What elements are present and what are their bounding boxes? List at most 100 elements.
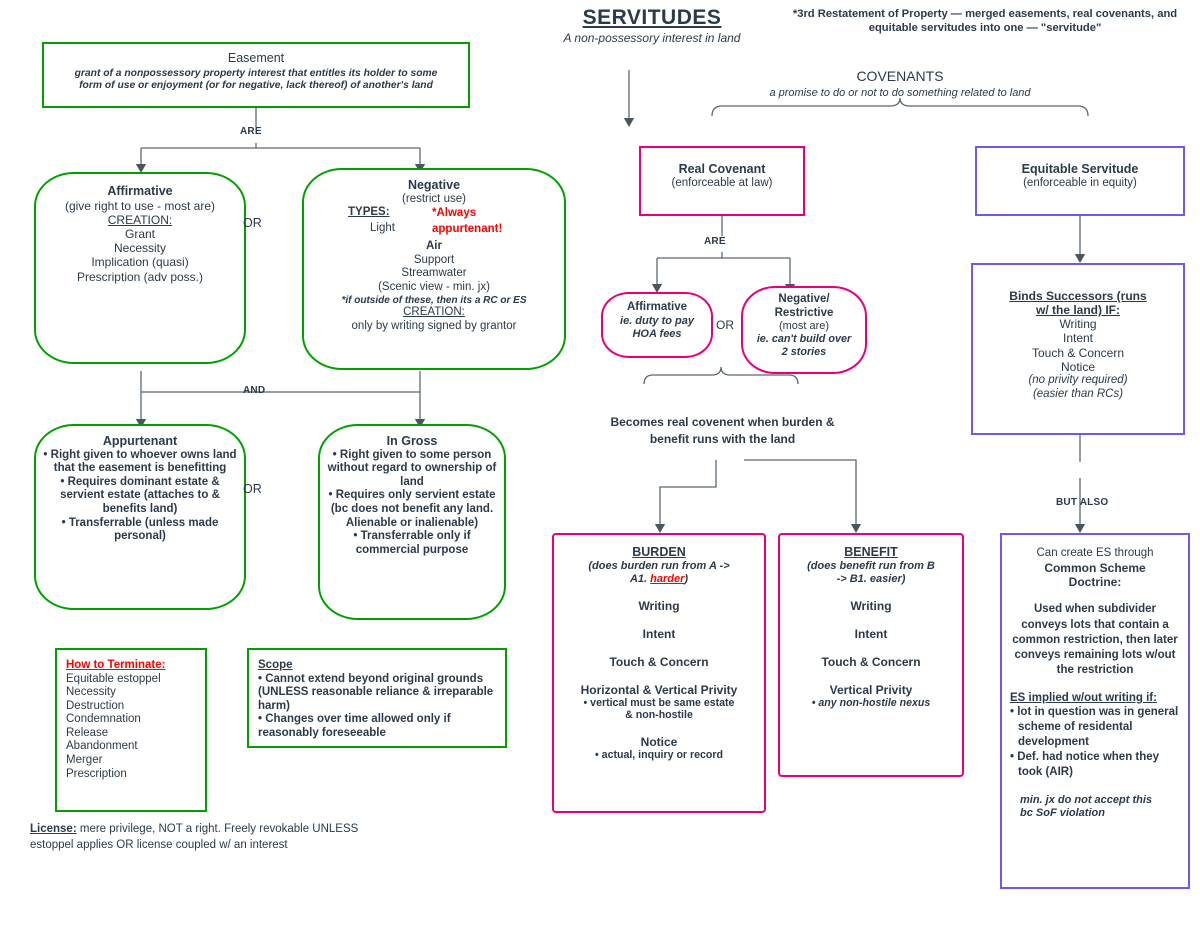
page-title: SERVITUDES: [582, 6, 722, 29]
terminate-item: Abandonment: [66, 740, 138, 753]
becomes-line3: runs with the land: [692, 432, 796, 447]
equitable-servitude-sub: (enforceable in equity): [1023, 176, 1137, 189]
common-scheme-body: Used when subdivider conveys lots that c…: [1012, 603, 1178, 677]
negative-sub: (restrict use): [402, 192, 466, 205]
benefit-element: Writing: [850, 599, 892, 614]
rc-affirmative-title: Affirmative: [626, 301, 688, 313]
es-implied-bullet: • Def. had notice when they took (AIR): [1010, 751, 1160, 779]
benefit-sub-line1: (does benefit run from B: [807, 559, 935, 572]
covenants-subheading: a promise to do or not to do something r…: [769, 87, 1031, 99]
burden-box[interactable]: BURDEN (does burden run from A -> A1. ha…: [552, 533, 766, 813]
es-implied-bullet: • lot in question was in general scheme …: [1010, 706, 1179, 749]
in-gross-bullet: • Requires only servient estate (bc does…: [328, 489, 496, 529]
binds-successors-box[interactable]: Binds Successors (runs w/ the land) IF: …: [971, 263, 1185, 435]
affirmative-creation-label: CREATION:: [107, 212, 173, 227]
negative-title: Negative: [407, 178, 461, 192]
in-gross-bullet: • Transferrable only if commercial purpo…: [353, 530, 471, 556]
negative-easement-box[interactable]: Negative (restrict use) TYPES: Light *Al…: [302, 168, 566, 370]
affirmative-title: Affirmative: [107, 184, 173, 198]
label-are-covenant: ARE: [704, 236, 726, 247]
restatement-note: *3rd Restatement of Property — merged ea…: [792, 8, 1178, 34]
benefit-element: Touch & Concern: [821, 654, 921, 669]
terminate-item: Destruction: [66, 699, 125, 712]
benefit-box[interactable]: BENEFIT (does benefit run from B -> B1. …: [778, 533, 964, 777]
rc-affirmative-line2: HOA fees: [632, 327, 682, 340]
easement-title: Easement: [227, 51, 285, 65]
terminate-item: Equitable estoppel: [66, 672, 161, 685]
equitable-servitude-box[interactable]: Equitable Servitude (enforceable in equi…: [975, 146, 1185, 216]
label-and-easement: AND: [243, 385, 266, 396]
binds-note2: (easier than RCs): [1032, 387, 1124, 400]
terminate-item: Release: [66, 726, 109, 739]
burden-harder: harder: [650, 572, 685, 585]
minority-note-line2: bc SoF violation: [1020, 806, 1105, 819]
burden-notice-note: • actual, inquiry or record: [595, 749, 723, 762]
in-gross-bullet: • Right given to some person without reg…: [327, 448, 497, 488]
always-appurtenant-note: *Always appurtenant!: [432, 207, 503, 235]
scope-box[interactable]: Scope • Cannot extend beyond original gr…: [247, 648, 507, 748]
common-scheme-title-line1: Common Scheme: [1044, 560, 1146, 575]
affirmative-item: Implication (quasi): [91, 255, 189, 270]
page-subtitle: A non-possessory interest in land: [563, 31, 741, 45]
binds-item: Touch & Concern: [1031, 345, 1125, 360]
in-gross-box[interactable]: In Gross • Right given to some person wi…: [318, 424, 506, 620]
real-covenant-box[interactable]: Real Covenant (enforceable at law): [639, 146, 805, 216]
binds-note1: (no privity required): [1028, 373, 1128, 386]
binds-item: Intent: [1062, 331, 1094, 346]
burden-sub-line2b: ): [684, 572, 689, 585]
how-to-terminate-box[interactable]: How to Terminate: Equitable estoppel Nec…: [55, 648, 207, 812]
burden-title: BURDEN: [632, 545, 686, 559]
binds-title-line2: w/ the land) IF:: [1036, 303, 1120, 318]
affirmative-sub: (give right to use - most are): [64, 198, 216, 213]
rc-negative-example-line2: 2 stories: [781, 345, 827, 358]
easement-definition-line1: grant of a nonpossessory property intere…: [74, 67, 438, 79]
burden-notice: Notice: [640, 735, 678, 750]
license-note: License: mere privilege, NOT a right. Fr…: [30, 822, 370, 853]
rc-affirmative-box[interactable]: Affirmative ie. duty to pay HOA fees: [601, 292, 713, 358]
easement-definition-line2: form of use or enjoyment (or for negativ…: [79, 79, 433, 91]
benefit-privity-note: • any non-hostile nexus: [811, 696, 931, 709]
scope-bullet: • Changes over time allowed only if reas…: [258, 713, 451, 739]
affirmative-item: Prescription (adv poss.): [76, 269, 204, 284]
negative-types-label: TYPES:: [348, 206, 390, 219]
terminate-title: How to Terminate:: [66, 659, 166, 671]
affirmative-easement-box[interactable]: Affirmative (give right to use - most ar…: [34, 172, 246, 364]
negative-footnote: *if outside of these, then its a RC or E…: [341, 294, 527, 306]
negative-type-streamwater: Streamwater: [401, 267, 467, 280]
terminate-item: Merger: [66, 753, 103, 766]
appurtenant-title: Appurtenant: [102, 434, 178, 448]
terminate-item: Necessity: [66, 686, 116, 699]
burden-privity-note-line1: • vertical must be same estate: [583, 696, 735, 709]
common-scheme-box[interactable]: Can create ES through Common Scheme Doct…: [1000, 533, 1190, 889]
becomes-line2: when burden & benefit: [649, 415, 835, 447]
negative-type-light: Light: [370, 222, 395, 235]
benefit-privity: Vertical Privity: [829, 682, 913, 697]
scope-bullet: • Cannot extend beyond original grounds …: [258, 672, 494, 712]
burden-element: Touch & Concern: [609, 654, 709, 669]
burden-element: Writing: [638, 599, 680, 614]
binds-title-line1: Binds Successors (runs: [1009, 289, 1147, 303]
affirmative-item: Necessity: [113, 241, 166, 256]
benefit-sub-line2: -> B1. easier): [836, 572, 906, 585]
label-or-appurtenant: OR: [243, 482, 262, 496]
real-covenant-sub: (enforceable at law): [671, 176, 773, 189]
rc-negative-box[interactable]: Negative/ Restrictive (most are) ie. can…: [741, 286, 867, 374]
burden-sub-line2a: A1.: [629, 572, 651, 585]
appurtenant-bullet: • Transferrable (unless made personal): [61, 516, 219, 543]
license-label: License:: [30, 823, 77, 835]
equitable-servitude-title: Equitable Servitude: [1021, 162, 1139, 176]
negative-type-air: Air: [426, 240, 442, 253]
appurtenant-box[interactable]: Appurtenant • Right given to whoever own…: [34, 424, 246, 610]
common-scheme-intro: Can create ES through: [1036, 547, 1154, 559]
negative-type-scenic: (Scenic view - min. jx): [378, 281, 490, 293]
terminate-item: Condemnation: [66, 713, 141, 726]
terminate-item: Prescription: [66, 767, 127, 780]
rc-negative-title-line2: Restrictive: [774, 306, 834, 319]
appurtenant-bullet: • Requires dominant estate & servient es…: [60, 475, 220, 515]
rc-negative-example-line1: ie. can't build over: [756, 333, 852, 346]
scope-title: Scope: [258, 659, 293, 671]
binds-item: Writing: [1059, 317, 1097, 332]
negative-creation-label: CREATION:: [403, 306, 465, 319]
negative-type-support: Support: [413, 253, 455, 266]
easement-box[interactable]: Easement grant of a nonpossessory proper…: [42, 42, 470, 108]
